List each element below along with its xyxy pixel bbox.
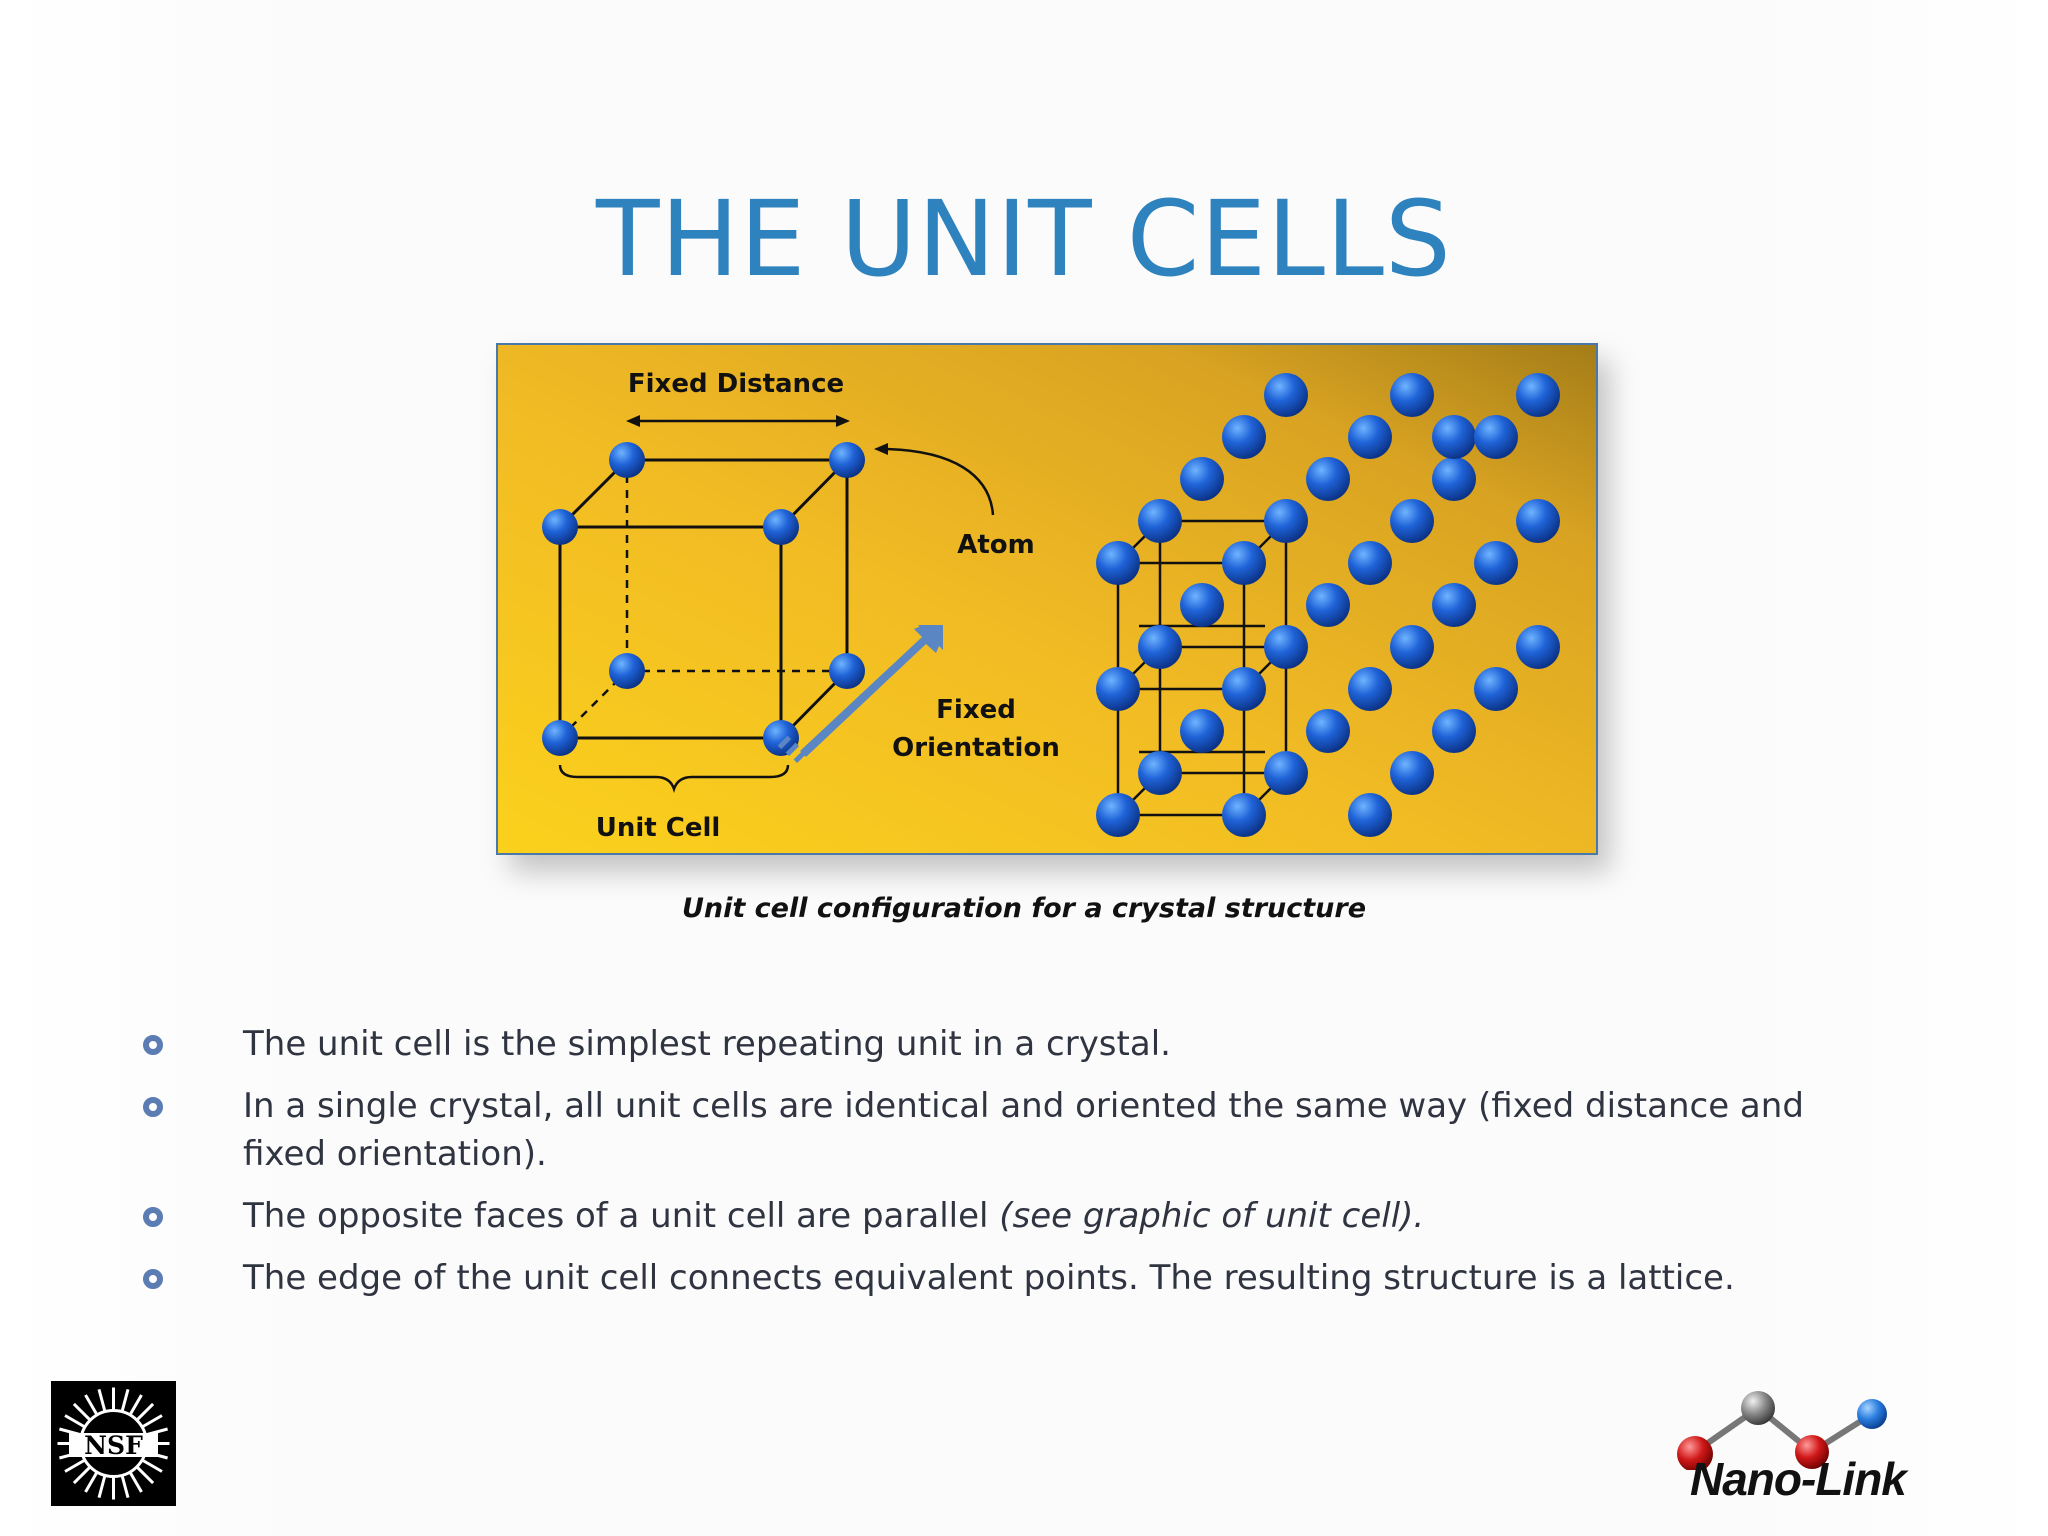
- atom-label: Atom: [957, 530, 1035, 560]
- atom: [763, 720, 799, 756]
- atom: [609, 442, 645, 478]
- bullet-text-emphasis: (see graphic of unit cell).: [999, 1196, 1425, 1236]
- lattice-atom: [1222, 667, 1266, 711]
- lattice-atom: [1390, 751, 1434, 795]
- lattice-atom: [1474, 415, 1518, 459]
- cube-atoms: [542, 442, 865, 756]
- atom: [542, 720, 578, 756]
- lattice-atom: [1096, 667, 1140, 711]
- lattice-atom: [1096, 541, 1140, 585]
- bullet-text: The opposite faces of a unit cell are pa…: [243, 1192, 1823, 1240]
- lattice-atom: [1348, 793, 1392, 837]
- lattice-atom: [1306, 457, 1350, 501]
- nano-link-logo-text: Nano-Link: [1690, 1453, 1907, 1505]
- bullet-text-main: The opposite faces of a unit cell are pa…: [243, 1196, 1000, 1236]
- nano-link-logo: Nano-Link: [1650, 1390, 1990, 1520]
- lattice-atom: [1432, 709, 1476, 753]
- bullet-ring-icon: [143, 1097, 163, 1117]
- atom: [542, 509, 578, 545]
- unit-cell-cube: [558, 458, 849, 740]
- atom: [829, 653, 865, 689]
- atom-pointer-arrow: [882, 447, 995, 516]
- lattice-atom: [1222, 793, 1266, 837]
- lattice-atom: [1390, 373, 1434, 417]
- atom: [609, 653, 645, 689]
- nsf-logo-text: NSF: [84, 1431, 143, 1460]
- bullet-ring-icon: [143, 1035, 163, 1055]
- lattice-atom: [1264, 499, 1308, 543]
- bullet-text: In a single crystal, all unit cells are …: [243, 1086, 1804, 1174]
- lattice-atom: [1264, 373, 1308, 417]
- lattice-atom: [1138, 751, 1182, 795]
- nsf-seal-icon: NSF: [51, 1381, 176, 1506]
- lattice-atom: [1306, 709, 1350, 753]
- lattice-atom: [1348, 667, 1392, 711]
- lattice-atom: [1432, 415, 1476, 459]
- lattice-atom: [1432, 583, 1476, 627]
- unit-cell-diagram: Fixed Distance Atom Fixed Orientation Un…: [498, 345, 1596, 853]
- lattice-atom: [1264, 751, 1308, 795]
- atom: [763, 509, 799, 545]
- bullet-ring-icon: [143, 1207, 163, 1227]
- lattice-atom: [1474, 667, 1518, 711]
- lattice-atom: [1222, 541, 1266, 585]
- lattice-atom: [1138, 625, 1182, 669]
- bullet-text: The unit cell is the simplest repeating …: [243, 1024, 1171, 1064]
- lattice-atom: [1096, 793, 1140, 837]
- lattice-atom: [1348, 541, 1392, 585]
- slide-title: THE UNIT CELLS: [596, 177, 1452, 300]
- nsf-logo: NSF: [51, 1381, 176, 1506]
- atom-pointer-arrowhead: [874, 443, 888, 455]
- lattice-atoms: [1096, 373, 1560, 837]
- lattice-atom: [1390, 625, 1434, 669]
- bullet-ring-icon: [143, 1269, 163, 1289]
- fixed-label: Fixed: [936, 695, 1016, 725]
- lattice-atom: [1180, 457, 1224, 501]
- fixed-distance-arrow: [626, 415, 850, 427]
- lattice-atom: [1348, 415, 1392, 459]
- unit-cell-figure: Fixed Distance Atom Fixed Orientation Un…: [496, 343, 1598, 855]
- figure-caption: Unit cell configuration for a crystal st…: [681, 893, 1367, 924]
- bullet-text: The edge of the unit cell connects equiv…: [243, 1258, 1735, 1298]
- lattice-atom: [1222, 415, 1266, 459]
- fixed-distance-label: Fixed Distance: [628, 369, 844, 399]
- lattice-atom: [1474, 541, 1518, 585]
- lattice-atom: [1264, 625, 1308, 669]
- lattice-atom: [1516, 373, 1560, 417]
- lattice-atom: [1306, 583, 1350, 627]
- lattice-atom: [1390, 499, 1434, 543]
- unit-cell-label: Unit Cell: [596, 813, 721, 843]
- lattice-atom: [1138, 499, 1182, 543]
- orientation-arrow: [777, 625, 943, 764]
- lattice-atom: [1180, 583, 1224, 627]
- lattice-atom: [1516, 499, 1560, 543]
- lattice-atom: [1432, 457, 1476, 501]
- molecule-icon: [1677, 1391, 1887, 1470]
- unit-cell-brace: [558, 764, 790, 793]
- lattice-atom: [1516, 625, 1560, 669]
- orientation-label: Orientation: [892, 733, 1060, 763]
- lattice-atom: [1180, 709, 1224, 753]
- atom: [829, 442, 865, 478]
